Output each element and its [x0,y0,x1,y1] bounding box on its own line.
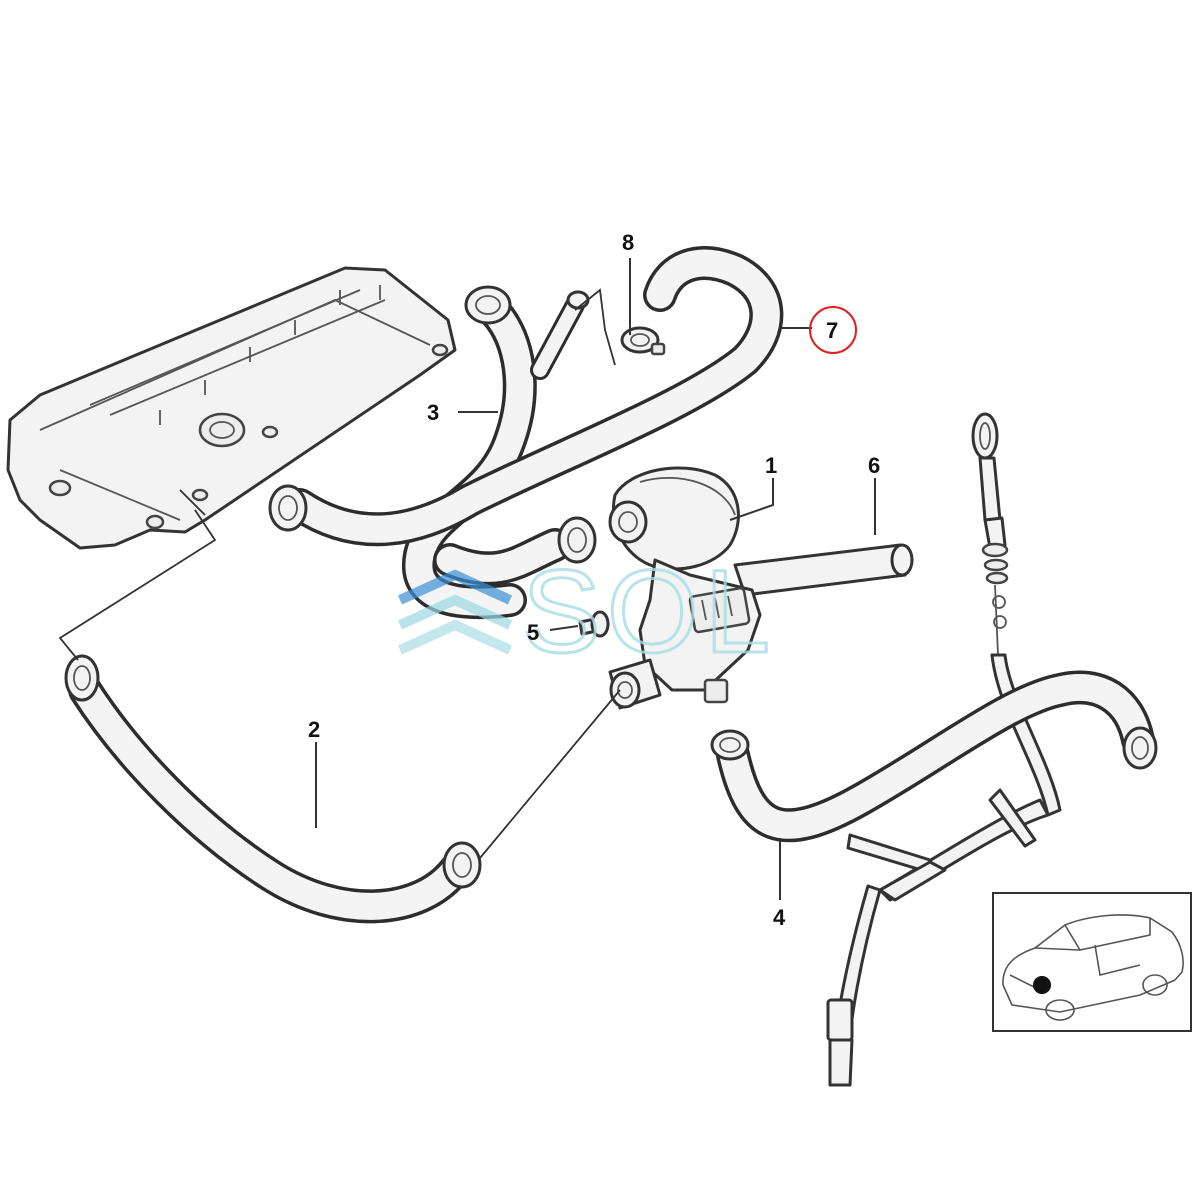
callout-2: 2 [308,717,320,742]
callout-6: 6 [868,453,880,478]
oil-dipstick [826,412,1062,1087]
clamp-8 [620,326,666,356]
hose-7 [268,246,784,547]
connector-hose [433,516,597,586]
assembly-lines [58,509,621,859]
watermark-text: SOL [522,546,776,678]
callout-7: 7 [826,318,838,343]
callout-8: 8 [622,230,634,255]
pipe-6 [733,543,914,597]
callout-5: 5 [527,620,539,645]
hose-2 [64,654,482,924]
location-inset [992,892,1192,1032]
watermark: SOL [397,545,776,680]
pressure-control-valve-1 [608,466,762,710]
highlight-circle [809,306,857,354]
screw-5 [578,610,610,638]
callout-3: 3 [427,400,439,425]
car-icon [1002,914,1184,1021]
highlighted-callout-7: 7 [809,306,857,354]
hose-4 [710,670,1158,843]
zigzag-connector [574,288,616,366]
watermark-logo-icon [397,569,513,605]
location-marker [1033,976,1051,994]
callout-1: 1 [765,453,777,478]
leader-lines [315,258,876,900]
callout-4: 4 [773,905,786,930]
valve-cover [6,266,457,550]
